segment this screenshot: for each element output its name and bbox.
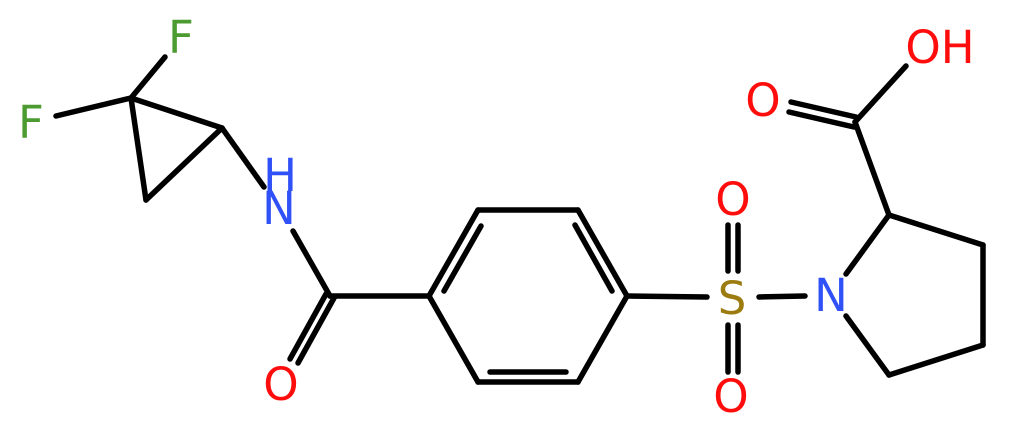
atom-label-O-5: O: [715, 173, 750, 226]
bond-segment-29: [843, 313, 892, 378]
bond-segment-5: [219, 125, 267, 190]
bond-segment-12: [575, 207, 630, 299]
bond-segment-33: [852, 63, 909, 125]
atom-label-F-0: F: [168, 11, 194, 64]
bond-segment-2: [128, 95, 225, 131]
bond-segment-32: [786, 109, 857, 130]
bond-segment-13: [575, 293, 630, 385]
bond-segment-16: [441, 223, 484, 294]
atom-label-S-6: S: [718, 272, 747, 325]
bond-segment-25: [843, 212, 892, 277]
atom-label-O-9: O: [745, 74, 780, 127]
bond-segment-10: [426, 207, 481, 299]
atom-label-H-2: H: [263, 149, 297, 202]
bond-segment-1: [53, 95, 134, 119]
bond-segment-8: [287, 291, 329, 362]
bond-segment-4: [143, 125, 225, 203]
atom-label-O-4: O: [263, 358, 298, 411]
bond-segment-7: [295, 295, 337, 366]
atom-label-N-3: N: [262, 182, 296, 235]
atom-label-F-1: F: [18, 96, 44, 149]
bond-segment-0: [128, 54, 168, 101]
bond-segment-28: [886, 342, 986, 378]
bond-segment-6: [290, 228, 333, 299]
atom-label-N-8: N: [814, 269, 848, 322]
bond-segment-3: [128, 95, 149, 203]
atom-label-OH-10: OH: [905, 21, 974, 74]
atom-label-O-7: O: [713, 370, 748, 423]
bond-segment-31: [788, 99, 859, 120]
bond-segment-30: [852, 119, 892, 218]
bond-segment-26: [886, 212, 986, 248]
bond-segment-15: [426, 293, 481, 385]
bond-segment-24: [756, 293, 808, 300]
bond-segment-17: [572, 222, 615, 294]
bond-segment-19: [624, 293, 710, 300]
